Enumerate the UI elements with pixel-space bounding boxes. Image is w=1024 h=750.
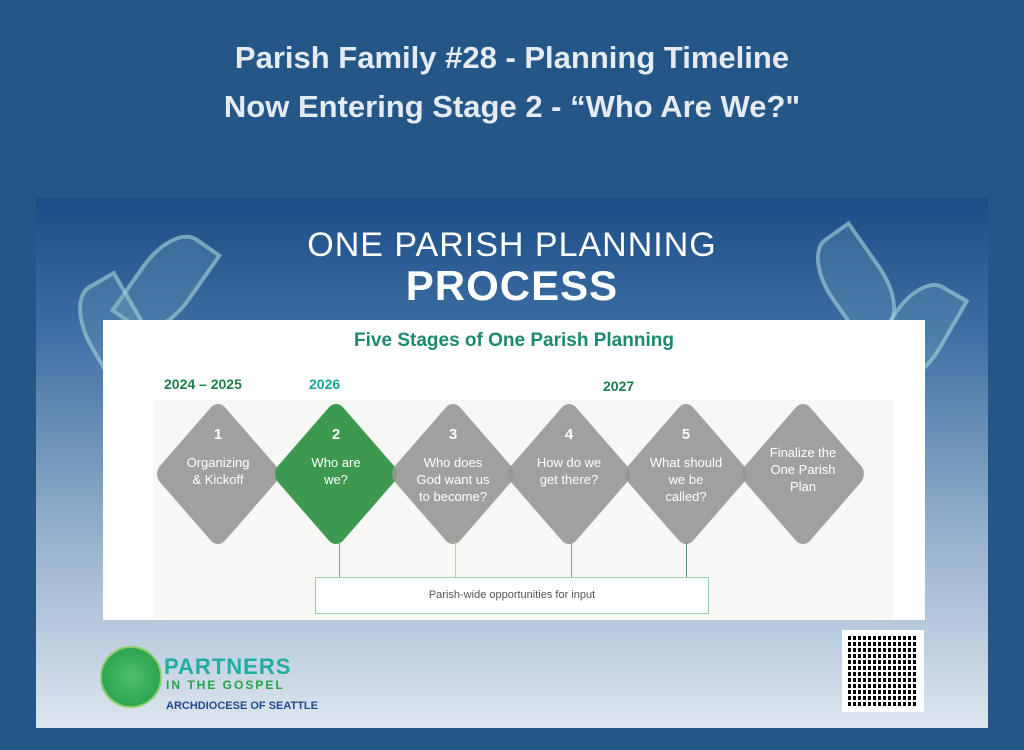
- stage-label: How do we get there?: [536, 455, 602, 487]
- stage-number: 1: [213, 426, 223, 443]
- stage-label: Who are we?: [311, 455, 361, 487]
- stages-panel: Five Stages of One Parish Planning 2024 …: [103, 320, 925, 620]
- stage-label: Organizing & Kickoff: [186, 455, 250, 487]
- stage-label: What should we be called?: [649, 455, 723, 504]
- year-label: 2024 – 2025: [164, 376, 242, 392]
- connector-line: [455, 542, 456, 577]
- stage-number: 5: [681, 426, 691, 443]
- connector-line: [686, 542, 687, 577]
- planning-slide: ONE PARISH PLANNING PROCESS Five Stages …: [36, 198, 988, 728]
- stage-number: 2: [331, 426, 341, 443]
- qr-code[interactable]: [842, 630, 924, 712]
- page-title-line1: Parish Family #28 - Planning Timeline: [234, 40, 790, 75]
- slide-subtitle: PROCESS: [405, 262, 619, 309]
- year-label: 2026: [309, 376, 341, 392]
- input-opportunities-box: Parish-wide opportunities for input: [315, 577, 709, 614]
- logo-text: PARTNERS: [164, 654, 292, 679]
- stage-label: Finalize the One Parish Plan: [769, 445, 837, 494]
- stage-label: Who does God want us to become?: [416, 455, 490, 504]
- slide-title: ONE PARISH PLANNING: [307, 226, 717, 264]
- logo-text: ARCHDIOCESE OF SEATTLE: [166, 700, 318, 712]
- connector-line: [339, 542, 340, 577]
- connector-line: [571, 542, 572, 577]
- page-title-line2: Now Entering Stage 2 - “Who Are We?": [223, 89, 801, 124]
- stage-number: 4: [564, 426, 574, 443]
- panel-title: Five Stages of One Parish Planning: [354, 330, 674, 351]
- stage-diamond: Finalize the One Parish Plan: [737, 399, 869, 549]
- logo-text: IN THE GOSPEL: [166, 678, 285, 692]
- stage-number: 3: [448, 426, 458, 443]
- partners-logo-icon: [100, 646, 162, 708]
- year-label: 2027: [603, 378, 635, 394]
